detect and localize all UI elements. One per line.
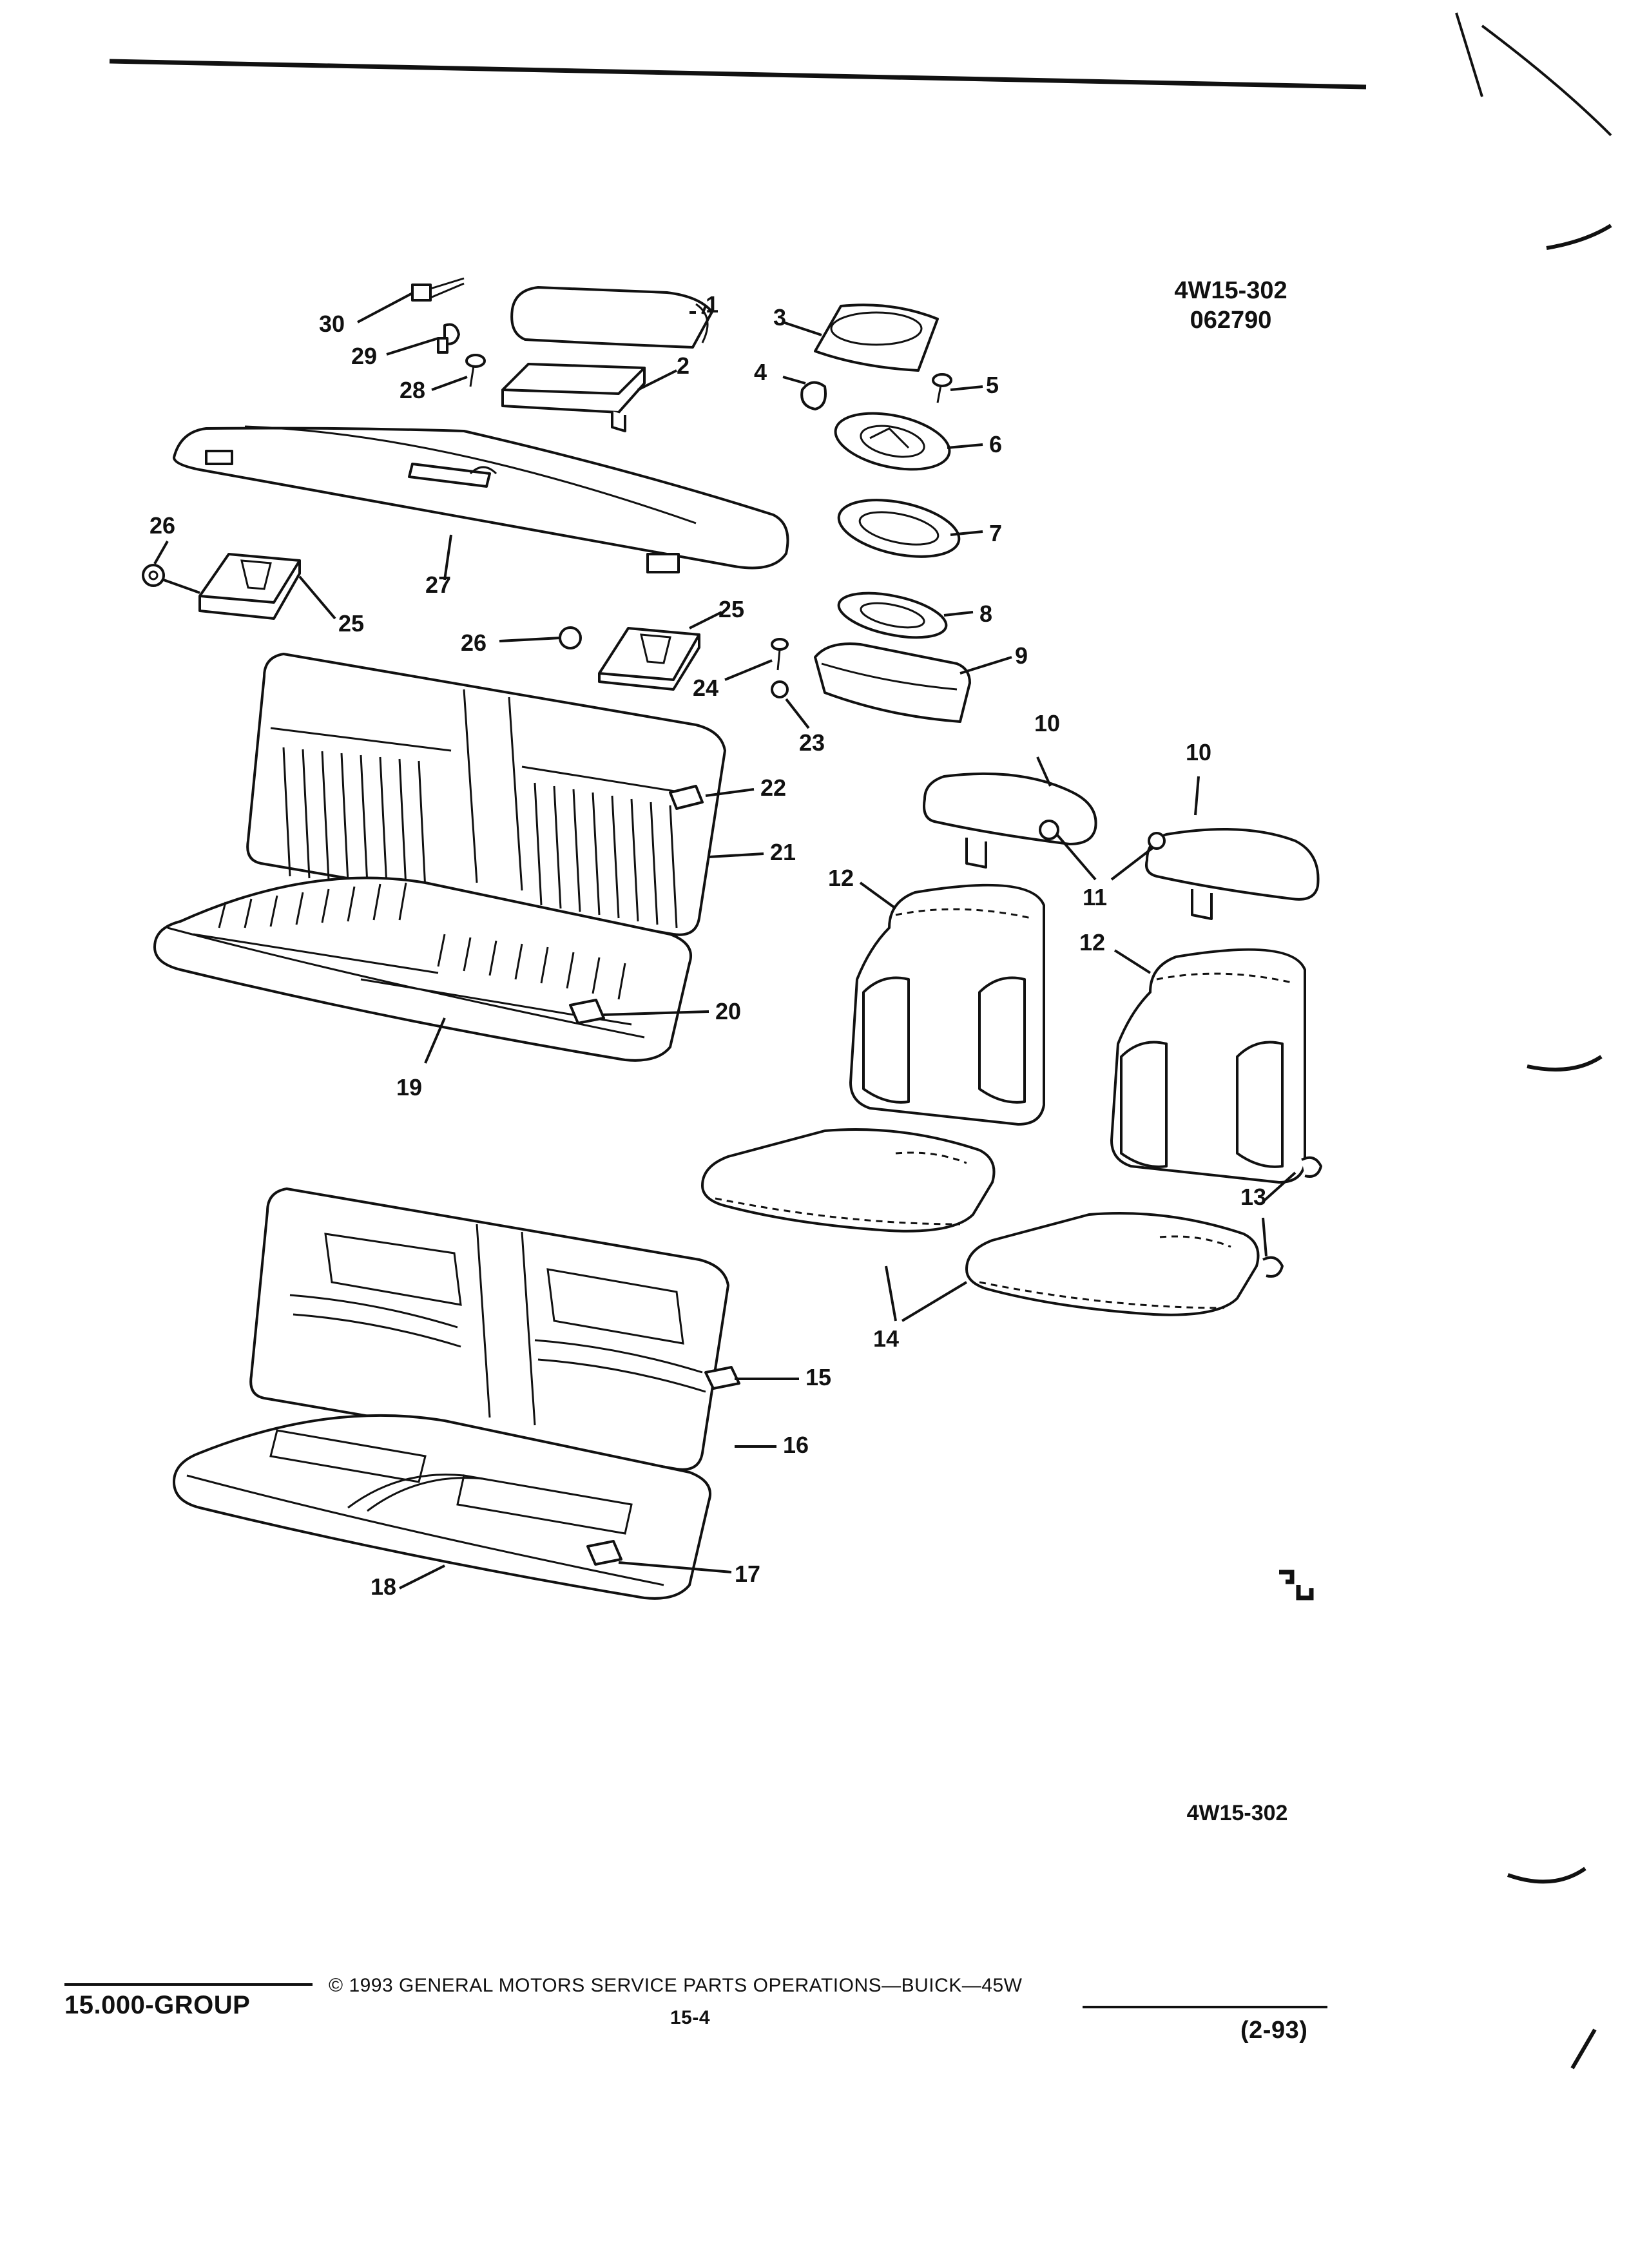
part-3-speaker-grille bbox=[782, 303, 939, 372]
margin-mark bbox=[1507, 1867, 1586, 1884]
callout-12a: 12 bbox=[828, 865, 854, 891]
callout-1: 1 bbox=[706, 291, 718, 318]
callout-30: 30 bbox=[319, 311, 345, 337]
callout-27: 27 bbox=[425, 572, 451, 598]
part-26-grommet-left bbox=[142, 541, 200, 594]
part-22-hinge bbox=[669, 785, 755, 810]
callout-5: 5 bbox=[986, 372, 999, 398]
callout-4: 4 bbox=[754, 359, 767, 385]
part-9-speaker-box bbox=[814, 642, 1012, 723]
margin-mark bbox=[1546, 224, 1612, 250]
callout-23: 23 bbox=[799, 729, 825, 756]
diagram-code-bottom: 4W15-302 bbox=[1186, 1801, 1288, 1825]
part-27-package-shelf bbox=[173, 425, 789, 581]
callout-26a: 26 bbox=[149, 512, 175, 539]
part-12-seat-back-right bbox=[1110, 948, 1306, 1184]
part-8-bracket bbox=[837, 591, 974, 639]
callout-labels: 1 2 3 4 5 6 7 8 9 10 10 11 12 12 13 14 1… bbox=[149, 291, 1266, 1600]
callout-12b: 12 bbox=[1079, 929, 1105, 956]
part-13-clips bbox=[1262, 1156, 1322, 1278]
margin-mark bbox=[1570, 2028, 1597, 2070]
part-12-seat-back-left bbox=[849, 881, 1045, 1126]
callout-8: 8 bbox=[979, 601, 992, 627]
part-19-rear-seat-cushion bbox=[153, 876, 692, 1064]
footer-group: 15.000-GROUP bbox=[64, 1991, 251, 2019]
callout-29: 29 bbox=[351, 343, 377, 369]
part-7-gasket bbox=[837, 499, 983, 558]
part-25-bracket-left bbox=[198, 553, 336, 620]
date-code: 062790 bbox=[1190, 307, 1272, 334]
part-20-hinge bbox=[569, 999, 709, 1024]
part-23-nut bbox=[771, 680, 810, 729]
callout-24: 24 bbox=[693, 675, 718, 701]
diagram-code: 4W15-302 bbox=[1174, 277, 1287, 304]
part-14-cushion-left bbox=[701, 1128, 996, 1321]
part-24-screw bbox=[724, 638, 789, 681]
callout-16: 16 bbox=[783, 1432, 809, 1458]
footer-page-number: 15-4 bbox=[670, 2007, 711, 2028]
part-30-screw bbox=[357, 277, 465, 323]
part-2-bracket bbox=[501, 363, 677, 432]
callout-11: 11 bbox=[1083, 884, 1107, 910]
top-rule bbox=[109, 59, 1367, 90]
callout-7: 7 bbox=[989, 520, 1002, 546]
callout-6: 6 bbox=[989, 431, 1002, 457]
callout-25a: 25 bbox=[338, 610, 364, 637]
callout-2: 2 bbox=[677, 352, 689, 379]
callout-18: 18 bbox=[371, 1573, 396, 1600]
callout-13: 13 bbox=[1240, 1184, 1266, 1210]
callout-19: 19 bbox=[396, 1074, 422, 1100]
part-28-screw bbox=[431, 354, 486, 391]
callout-15: 15 bbox=[805, 1364, 831, 1390]
callout-14: 14 bbox=[873, 1325, 899, 1352]
part-10-headrest-right bbox=[1145, 776, 1320, 920]
callout-3: 3 bbox=[773, 304, 786, 331]
part-5-screw bbox=[932, 373, 983, 403]
part-18-seat-cushion bbox=[173, 1414, 711, 1600]
margin-mark bbox=[1527, 1055, 1603, 1072]
callout-17: 17 bbox=[735, 1561, 760, 1587]
callout-26b: 26 bbox=[461, 629, 487, 656]
callout-25b: 25 bbox=[718, 596, 744, 622]
corner-mark bbox=[1455, 12, 1612, 137]
callout-10b: 10 bbox=[1186, 739, 1211, 765]
callout-10a: 10 bbox=[1034, 710, 1060, 736]
part-17-hinge bbox=[586, 1540, 732, 1573]
part-14-cushion-right bbox=[901, 1212, 1260, 1322]
part-11-clip bbox=[1039, 820, 1166, 881]
part-6-speaker bbox=[834, 412, 983, 471]
part-1-cover bbox=[510, 286, 713, 349]
part-26-grommet-right bbox=[499, 626, 582, 649]
callout-22: 22 bbox=[760, 774, 786, 801]
part-4-clip bbox=[782, 376, 827, 410]
footer-revision: (2-93) bbox=[1240, 2017, 1308, 2044]
callout-28: 28 bbox=[400, 377, 425, 403]
symbol-mark bbox=[1279, 1570, 1314, 1600]
callout-20: 20 bbox=[715, 998, 741, 1024]
footer-copyright: © 1993 GENERAL MOTORS SERVICE PARTS OPER… bbox=[329, 1975, 1023, 1996]
callout-9: 9 bbox=[1015, 642, 1028, 669]
callout-21: 21 bbox=[770, 839, 796, 865]
part-15-hinge bbox=[704, 1366, 799, 1390]
part-25-bracket-right bbox=[598, 611, 722, 691]
part-29-clip bbox=[386, 323, 460, 356]
part-21-rear-seat-back bbox=[246, 653, 764, 936]
